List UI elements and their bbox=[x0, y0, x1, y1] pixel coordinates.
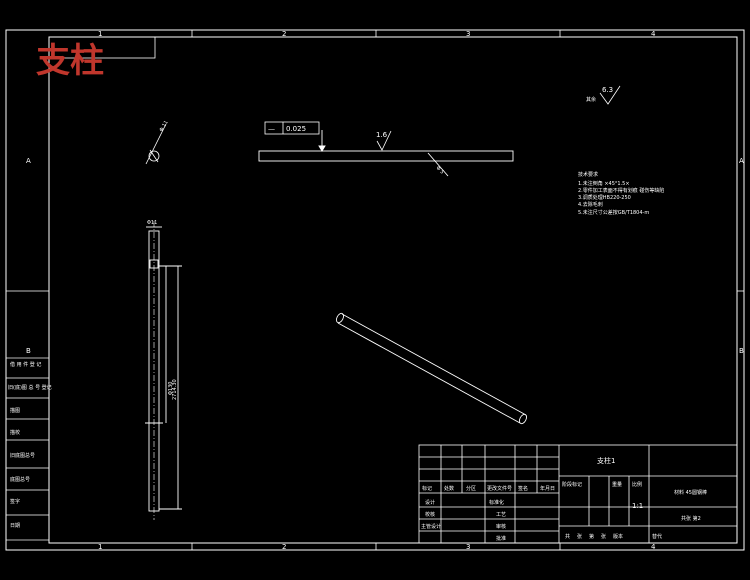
zone-right-b: B bbox=[739, 347, 744, 355]
rev-label-sign: 签名 bbox=[518, 485, 528, 492]
zone-top-4: 4 bbox=[651, 30, 656, 38]
side-dim-small: Φ11 bbox=[147, 220, 157, 226]
rod-isometric bbox=[336, 312, 527, 425]
zone-top-3: 3 bbox=[466, 30, 470, 38]
strip-label-7: 签字 bbox=[10, 498, 20, 505]
note-1: 1.未注倒角 ×45°1.5× bbox=[578, 180, 630, 187]
replace-label: 替代 bbox=[652, 533, 662, 540]
zone-bottom-1: 1 bbox=[98, 543, 102, 551]
zone-right-a: A bbox=[739, 157, 744, 165]
tolerance-symbol: — bbox=[268, 125, 275, 133]
tolerance-value: 0.025 bbox=[286, 125, 306, 133]
part-stamp: 支柱 bbox=[36, 41, 104, 81]
strip-label-2: 旧(底)图 总 号 登记 bbox=[8, 384, 52, 391]
rod-side-view bbox=[145, 221, 182, 520]
side-dim-overall: 2714.30 bbox=[172, 379, 178, 400]
role-standard: 标准化 bbox=[489, 499, 504, 506]
strip-label-3: 描图 bbox=[10, 407, 20, 414]
rev-label-count: 处数 bbox=[444, 485, 454, 492]
inner-frame bbox=[48, 36, 738, 544]
stage-mark-label: 阶段标记 bbox=[562, 481, 582, 488]
sheet-unit-b: 张 bbox=[601, 533, 606, 540]
strip-label-4: 描校 bbox=[10, 429, 20, 436]
zone-bottom-2: 2 bbox=[282, 543, 286, 551]
roughness-symbol bbox=[376, 130, 392, 151]
scale-label: 比例 bbox=[632, 481, 642, 488]
roughness-general-prefix: 其余 bbox=[586, 96, 596, 103]
zone-ticks bbox=[6, 30, 744, 550]
role-approve: 批准 bbox=[496, 535, 506, 542]
sheet-info: 共张 第2 bbox=[681, 515, 701, 522]
zone-top-2: 2 bbox=[282, 30, 286, 38]
note-5: 5.未注尺寸公差按GB/T1804-m bbox=[578, 209, 649, 216]
rev-label-file: 更改文件号 bbox=[487, 485, 512, 492]
strip-label-8: 日期 bbox=[10, 523, 20, 529]
sheet-total: 共 bbox=[565, 533, 570, 540]
part-name: 支柱1 bbox=[597, 456, 615, 465]
outer-frame bbox=[5, 29, 745, 551]
roughness-general-symbol bbox=[599, 85, 621, 105]
title-block bbox=[418, 444, 738, 544]
role-lead: 主管设计 bbox=[421, 523, 441, 530]
note-3: 3.调质处理HB220-250 bbox=[578, 194, 631, 201]
note-0: 技术要求 bbox=[578, 171, 598, 178]
scale-value: 1:1 bbox=[632, 502, 643, 510]
role-design: 设计 bbox=[425, 499, 435, 506]
strip-label-1: 借 用 件 登 记 bbox=[10, 361, 41, 368]
zone-bottom-3: 3 bbox=[466, 543, 470, 551]
tolerance-frame: — 0.025 bbox=[264, 121, 320, 135]
rod-diameter: Φ 5 bbox=[435, 165, 445, 175]
rev-label-zone: 分区 bbox=[466, 485, 476, 492]
tech-notes: 技术要求 1.未注倒角 ×45°1.5× 2.零件加工表面不得有划痕 碰伤等缺陷… bbox=[578, 171, 664, 216]
strip-label-6: 底图总号 bbox=[10, 476, 30, 483]
zone-bottom-4: 4 bbox=[651, 543, 656, 551]
role-process: 工艺 bbox=[496, 512, 506, 518]
roughness-general: 6.3 bbox=[602, 86, 613, 94]
note-4: 4.去除毛刺 bbox=[578, 201, 603, 208]
zone-left-a: A bbox=[26, 157, 31, 165]
note-2: 2.零件加工表面不得有划痕 碰伤等缺陷 bbox=[578, 187, 664, 194]
drawing-number-box bbox=[48, 36, 156, 59]
rod-front-view bbox=[258, 130, 514, 177]
side-dim-mid: Φ130 bbox=[168, 382, 174, 395]
rev-label-mark: 标记 bbox=[422, 485, 432, 492]
sheet-no: 第 bbox=[589, 533, 594, 540]
version-label: 版本 bbox=[613, 533, 623, 540]
role-review: 审核 bbox=[496, 523, 506, 530]
zone-left-b: B bbox=[26, 347, 31, 355]
material: 材料 45圆钢棒 bbox=[674, 489, 707, 496]
zone-top-1: 1 bbox=[98, 30, 102, 38]
roughness-value: 1.6 bbox=[376, 131, 388, 139]
end-view bbox=[145, 123, 167, 165]
rev-label-date: 年月日 bbox=[540, 485, 555, 492]
left-strip bbox=[5, 357, 50, 541]
strip-label-5: 旧底图总号 bbox=[10, 452, 35, 459]
sheet-unit-a: 张 bbox=[577, 533, 582, 540]
end-view-dim: Φ 11 bbox=[159, 120, 170, 133]
weight-label: 重量 bbox=[612, 481, 622, 488]
role-check: 校核 bbox=[425, 511, 435, 518]
